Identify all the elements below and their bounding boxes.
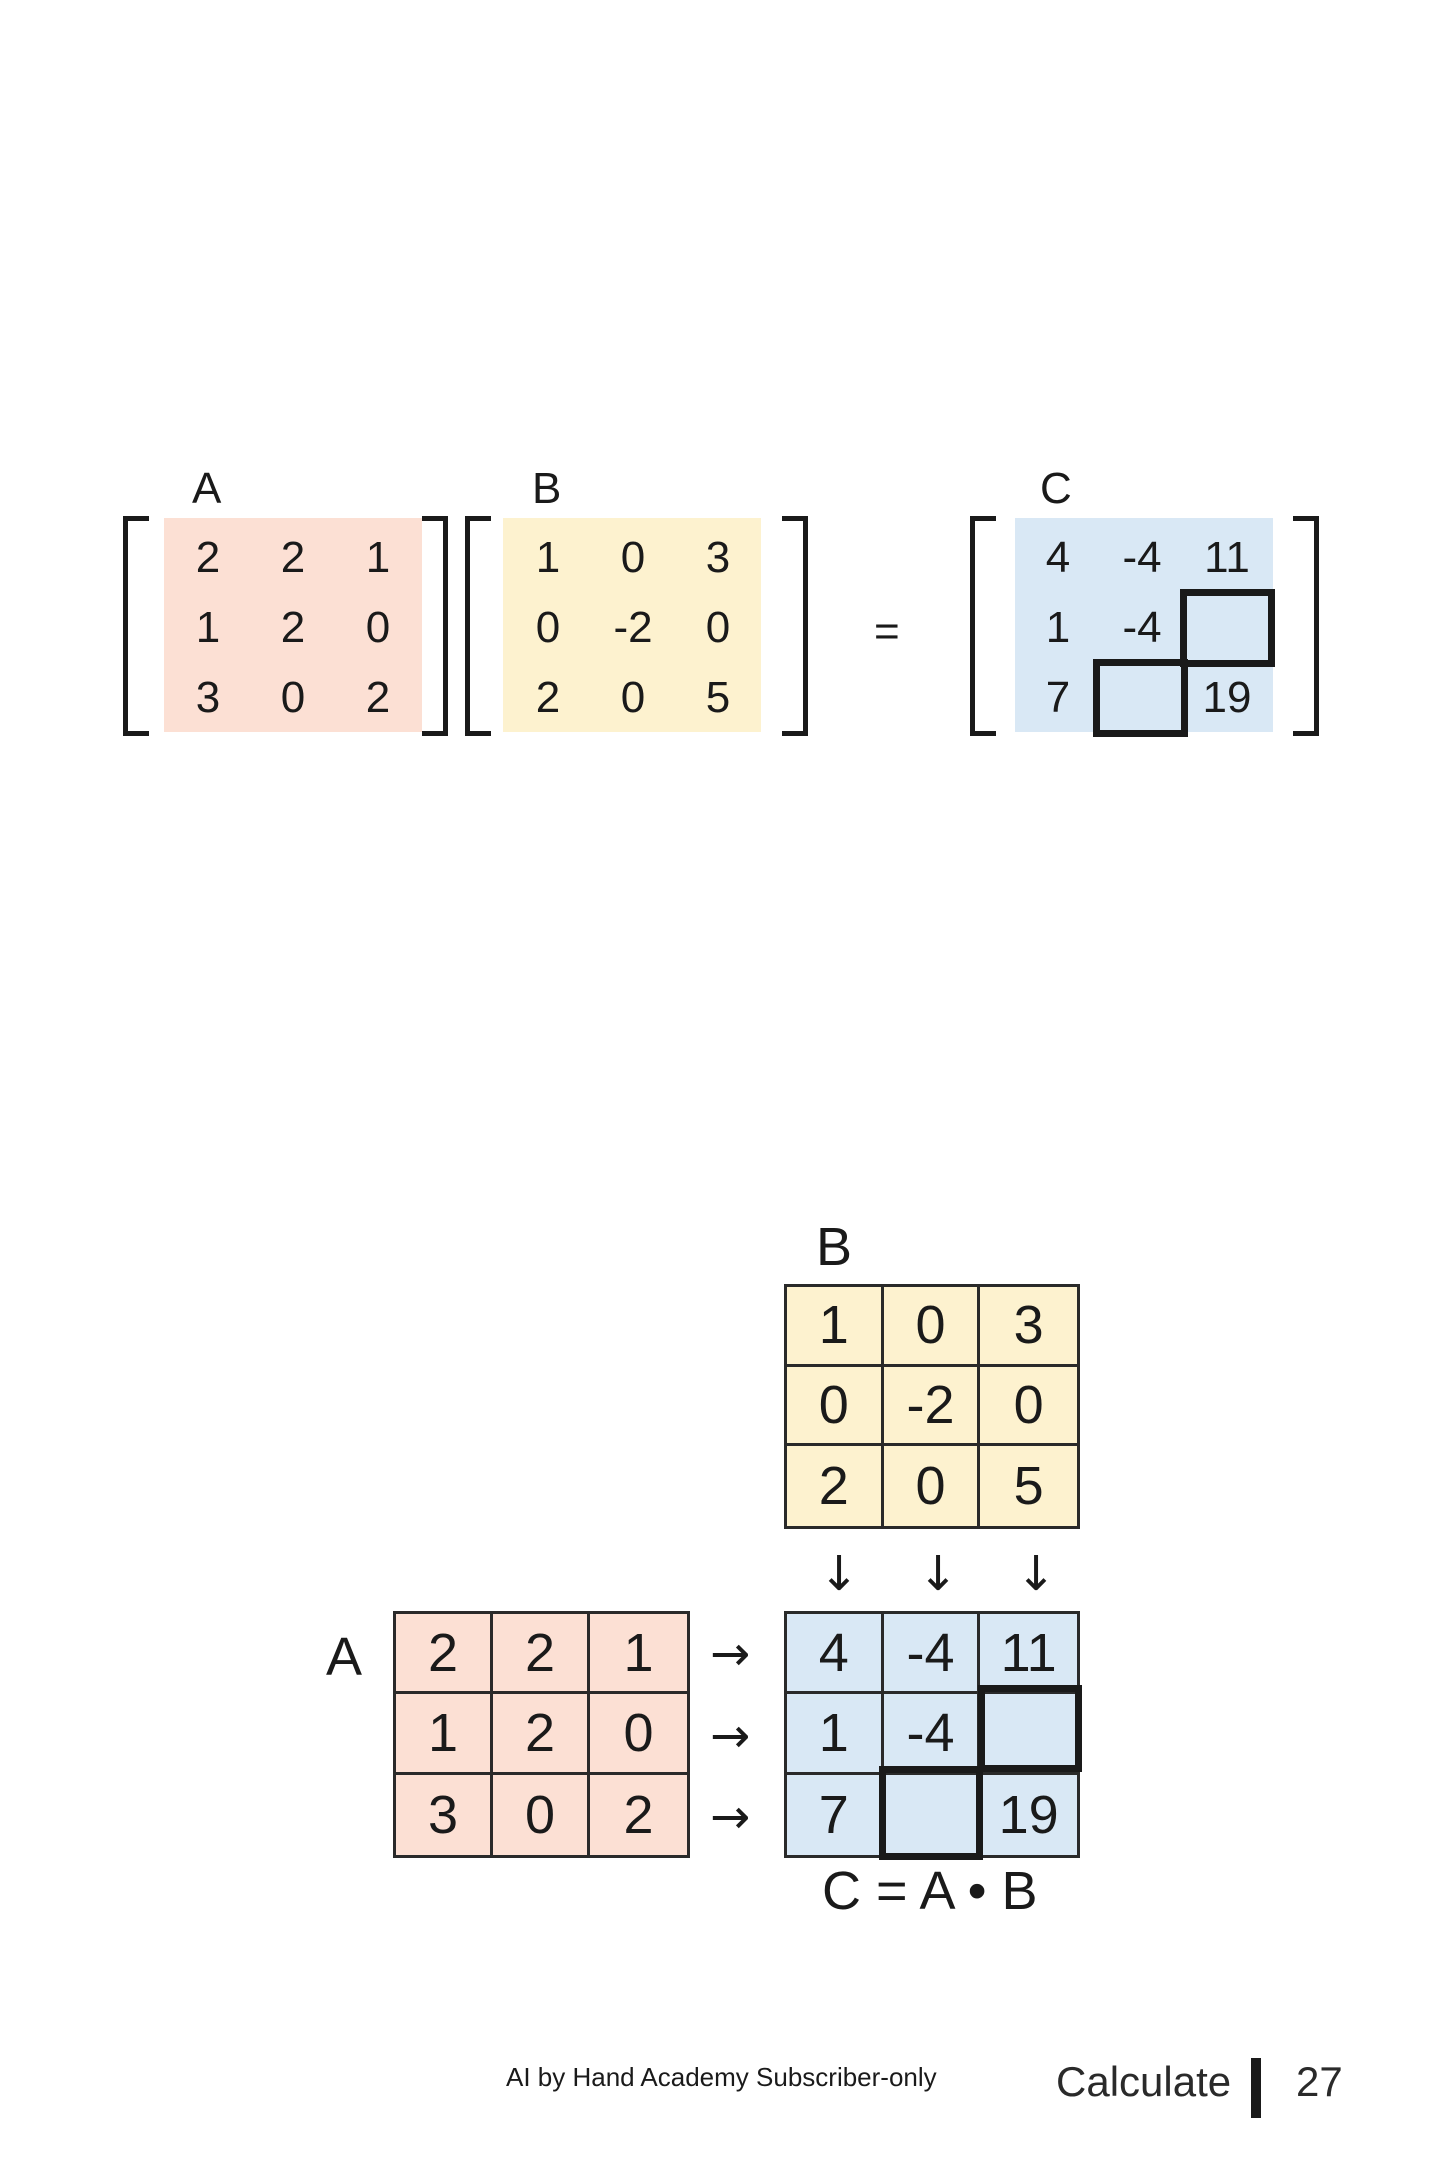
top-a-cell: 0: [280, 673, 306, 722]
top-b-cell: 0: [705, 603, 731, 652]
top-matrix-a-right-bracket: [422, 516, 448, 736]
bottom-b-cell: 0: [884, 1446, 981, 1526]
top-matrix-c-label: C: [1040, 464, 1072, 513]
bottom-c-cell: 11: [980, 1614, 1077, 1695]
bottom-b-cell: 0: [787, 1366, 884, 1447]
top-b-cell: 0: [535, 603, 561, 652]
right-arrow-icon: →: [710, 1789, 751, 1845]
right-arrow-icon: →: [710, 1708, 751, 1764]
top-a-cell: 1: [365, 533, 391, 582]
bottom-a-cell: 0: [590, 1694, 687, 1775]
top-c-highlight-box-row2-col3: [1180, 589, 1275, 667]
bottom-a-cell: 1: [590, 1614, 687, 1695]
bottom-a-cell: 2: [493, 1614, 590, 1695]
bottom-b-cell: 3: [980, 1287, 1077, 1367]
bottom-matrix-a-label: A: [326, 1627, 363, 1687]
top-a-cell: 1: [195, 603, 221, 652]
top-a-cell: 0: [365, 603, 391, 652]
top-b-cell: 5: [705, 673, 731, 722]
top-b-cell: 0: [620, 533, 646, 582]
top-a-cell: 2: [280, 533, 306, 582]
bottom-b-cell: -2: [883, 1366, 981, 1447]
top-matrix-b-background: [503, 518, 761, 732]
top-b-cell: -2: [613, 603, 653, 652]
bottom-a-cell: 1: [396, 1694, 493, 1775]
top-a-cell: 2: [365, 673, 391, 722]
bottom-b-cell: 1: [787, 1287, 884, 1367]
top-matrix-a-left-bracket: [123, 516, 149, 736]
bottom-a-cell: 3: [396, 1774, 493, 1855]
top-c-cell: 7: [1045, 673, 1071, 722]
footer-page-number: 27: [1296, 2058, 1343, 2105]
footer-divider-bar: [1251, 2058, 1261, 2118]
bottom-c-cell: 19: [998, 1784, 1059, 1845]
top-b-cell: 0: [620, 673, 646, 722]
top-matrix-a-background: [164, 518, 422, 732]
top-c-cell: 19: [1202, 673, 1252, 722]
top-c-cell: 1: [1045, 603, 1071, 652]
top-matrix-a-label: A: [192, 464, 222, 513]
top-equation: A 2 2 1 1 2 0 3 0 2 B 1 0 3 0 -2 0 2 0 5…: [0, 0, 1456, 800]
top-matrix-b-right-bracket: [782, 516, 808, 736]
bottom-b-cell: 5: [1013, 1456, 1044, 1517]
bottom-matrix-b-grid: 1 0 3 0 -2 0 2 0 5: [784, 1284, 1080, 1529]
bottom-a-cell: 2: [493, 1694, 590, 1775]
bottom-c-highlight-box-row2-col3: [978, 1685, 1082, 1772]
down-arrow-icon: ↓: [819, 1546, 860, 1602]
top-matrix-c-left-bracket: [970, 516, 996, 736]
top-a-cell: 2: [195, 533, 221, 582]
top-b-cell: 2: [535, 673, 561, 722]
bottom-c-cell: -4: [883, 1614, 981, 1695]
bottom-c-cell: 1: [787, 1694, 884, 1775]
top-matrix-b-left-bracket: [465, 516, 491, 736]
top-c-cell: 11: [1204, 533, 1250, 582]
bottom-c-cell: 4: [787, 1614, 884, 1695]
bottom-c-cell: -4: [883, 1694, 981, 1775]
bottom-c-highlight-box-row3-col2: [879, 1766, 983, 1860]
right-arrow-icon: →: [710, 1626, 751, 1682]
top-c-cell: 4: [1045, 533, 1071, 582]
top-c-cell: -4: [1122, 603, 1162, 652]
top-c-cell: -4: [1122, 533, 1162, 582]
top-matrix-b-label: B: [532, 464, 562, 513]
down-arrow-icon: ↓: [918, 1546, 959, 1602]
bottom-c-cell-empty[interactable]: [980, 1694, 1077, 1775]
top-b-cell: 1: [535, 533, 561, 582]
bottom-b-cell: 2: [787, 1446, 884, 1526]
top-matrix-c-right-bracket: [1293, 516, 1319, 736]
top-c-highlight-box-row3-col2: [1093, 659, 1188, 737]
top-b-cell: 3: [705, 533, 731, 582]
bottom-b-cell: 0: [980, 1367, 1077, 1447]
bottom-matrix-a-grid: 2 2 1 1 2 0 3 0 2: [393, 1611, 690, 1858]
equals-sign: =: [874, 607, 900, 656]
footer-section-title: Calculate: [1056, 2058, 1232, 2105]
bottom-a-cell: 2: [396, 1614, 493, 1695]
down-arrow-icon: ↓: [1016, 1546, 1057, 1602]
bottom-a-cell: 2: [623, 1784, 654, 1845]
bottom-b-cell: 0: [883, 1287, 981, 1367]
bottom-matrix-b-label: B: [816, 1217, 853, 1277]
bottom-a-cell: 0: [493, 1774, 590, 1855]
top-a-cell: 3: [195, 673, 221, 722]
formula-caption: C = A • B: [822, 1861, 1038, 1921]
bottom-diagram: B 1 0 3 0 -2 0 2 0 5 ↓ ↓ ↓ A 2 2 1 1 2 0…: [0, 1150, 1456, 1950]
footer-subscriber-note: AI by Hand Academy Subscriber-only: [506, 2062, 937, 2092]
top-a-cell: 2: [280, 603, 306, 652]
top-matrix-c-background: [1015, 518, 1273, 732]
bottom-c-cell: 7: [787, 1774, 884, 1855]
